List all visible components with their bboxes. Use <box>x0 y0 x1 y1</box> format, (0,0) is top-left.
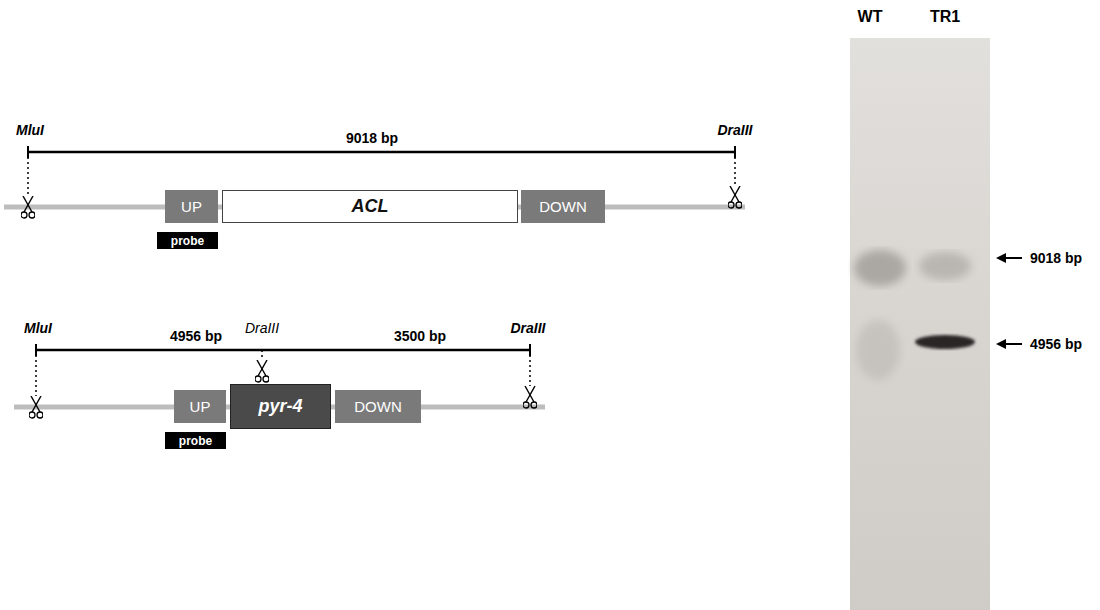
box-text: UP <box>181 198 202 215</box>
box-text: UP <box>190 398 211 415</box>
restriction-site: MluI <box>24 320 52 336</box>
size-arrows <box>996 253 1022 349</box>
size-marker: 9018 bp <box>1030 250 1082 266</box>
flank-box: DOWN <box>521 190 605 223</box>
gene-box: ACL <box>222 190 518 223</box>
restriction-site: MluI <box>16 122 44 138</box>
lane-label: WT <box>858 8 883 26</box>
box-text: DOWN <box>354 398 402 415</box>
fragment-size: 9018 bp <box>346 130 398 146</box>
fragment-size: 3500 bp <box>394 328 446 344</box>
probe-box: probe <box>157 232 218 249</box>
box-text: DOWN <box>539 198 587 215</box>
probe-box: probe <box>165 432 226 449</box>
southern-blot <box>850 38 990 610</box>
restriction-site: DraIII <box>510 320 545 336</box>
wild-type-map <box>4 146 745 218</box>
box-text: pyr-4 <box>258 396 302 417</box>
size-marker: 4956 bp <box>1030 336 1082 352</box>
box-text: ACL <box>352 196 389 217</box>
fragment-size: 4956 bp <box>170 328 222 344</box>
lane-label: TR1 <box>930 8 960 26</box>
flank-box: DOWN <box>335 390 421 423</box>
restriction-site: DraIII <box>245 320 279 336</box>
mutant-map <box>14 344 545 418</box>
flank-box: UP <box>174 390 226 423</box>
marker-box: pyr-4 <box>230 384 331 429</box>
box-text: probe <box>171 234 204 248</box>
box-text: probe <box>179 434 212 448</box>
flank-box: UP <box>165 190 218 223</box>
restriction-site: DraIII <box>717 122 752 138</box>
